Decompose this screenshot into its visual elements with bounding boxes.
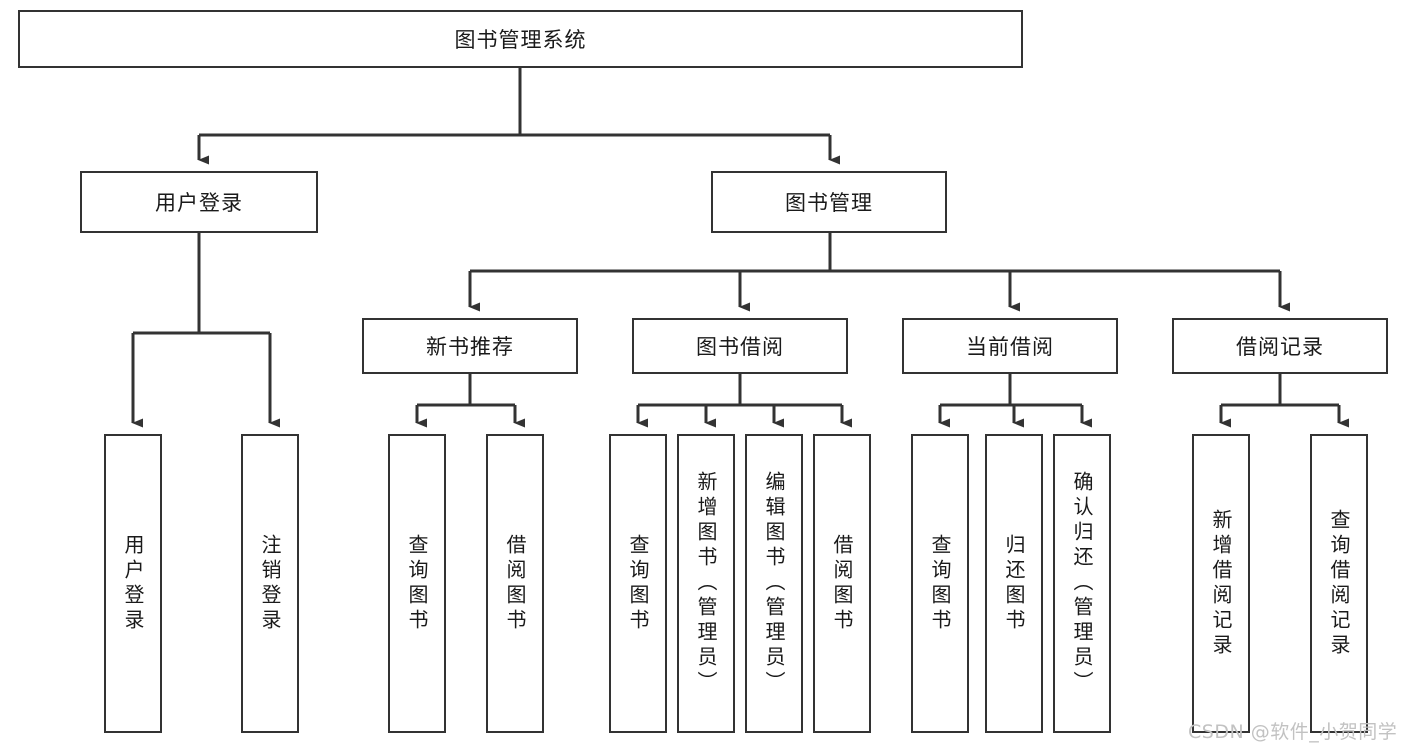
node-book-borrow-label: 图书借阅 (696, 335, 784, 359)
leaf-borrow-book[interactable]: 借阅图书 (813, 434, 871, 733)
leaf-query-borrow-record-label: 查询借阅记录 (1327, 508, 1351, 659)
node-book-borrow[interactable]: 图书借阅 (632, 318, 848, 374)
node-new-book-recommend[interactable]: 新书推荐 (362, 318, 578, 374)
leaf-borrow-book-recommend[interactable]: 借阅图书 (486, 434, 544, 733)
leaf-add-book-admin[interactable]: 新增图书（管理员） (677, 434, 735, 733)
node-root[interactable]: 图书管理系统 (18, 10, 1023, 68)
leaf-user-login[interactable]: 用户登录 (104, 434, 162, 733)
node-user-login[interactable]: 用户登录 (80, 171, 318, 233)
leaf-add-book-admin-label: 新增图书（管理员） (694, 471, 718, 696)
leaf-add-borrow-record-label: 新增借阅记录 (1209, 508, 1233, 659)
leaf-query-book-borrow-label: 查询图书 (626, 533, 650, 634)
node-current-borrow[interactable]: 当前借阅 (902, 318, 1118, 374)
node-root-label: 图书管理系统 (454, 28, 587, 52)
leaf-logout-login[interactable]: 注销登录 (241, 434, 299, 733)
leaf-query-book-current[interactable]: 查询图书 (911, 434, 969, 733)
watermark-text: CSDN @软件_小贺同学 (1188, 721, 1398, 743)
node-user-login-label: 用户登录 (155, 191, 243, 215)
node-new-book-recommend-label: 新书推荐 (426, 335, 514, 359)
leaf-query-borrow-record[interactable]: 查询借阅记录 (1310, 434, 1368, 733)
leaf-edit-book-admin-label: 编辑图书（管理员） (762, 471, 786, 696)
leaf-query-book-current-label: 查询图书 (928, 533, 952, 634)
node-borrow-record-label: 借阅记录 (1236, 335, 1324, 359)
node-borrow-record[interactable]: 借阅记录 (1172, 318, 1388, 374)
node-book-management-label: 图书管理 (785, 191, 873, 215)
leaf-add-borrow-record[interactable]: 新增借阅记录 (1192, 434, 1250, 733)
leaf-query-book-recommend[interactable]: 查询图书 (388, 434, 446, 733)
leaf-borrow-book-label: 借阅图书 (830, 533, 854, 634)
leaf-query-book-recommend-label: 查询图书 (405, 533, 429, 634)
leaf-return-book[interactable]: 归还图书 (985, 434, 1043, 733)
leaf-logout-login-label: 注销登录 (258, 533, 282, 634)
leaf-edit-book-admin[interactable]: 编辑图书（管理员） (745, 434, 803, 733)
leaf-user-login-label: 用户登录 (121, 533, 145, 634)
node-current-borrow-label: 当前借阅 (966, 335, 1054, 359)
leaf-confirm-return-admin[interactable]: 确认归还（管理员） (1053, 434, 1111, 733)
leaf-borrow-book-recommend-label: 借阅图书 (503, 533, 527, 634)
leaf-query-book-borrow[interactable]: 查询图书 (609, 434, 667, 733)
leaf-return-book-label: 归还图书 (1002, 533, 1026, 634)
leaf-confirm-return-admin-label: 确认归还（管理员） (1070, 471, 1094, 696)
node-book-management[interactable]: 图书管理 (711, 171, 947, 233)
